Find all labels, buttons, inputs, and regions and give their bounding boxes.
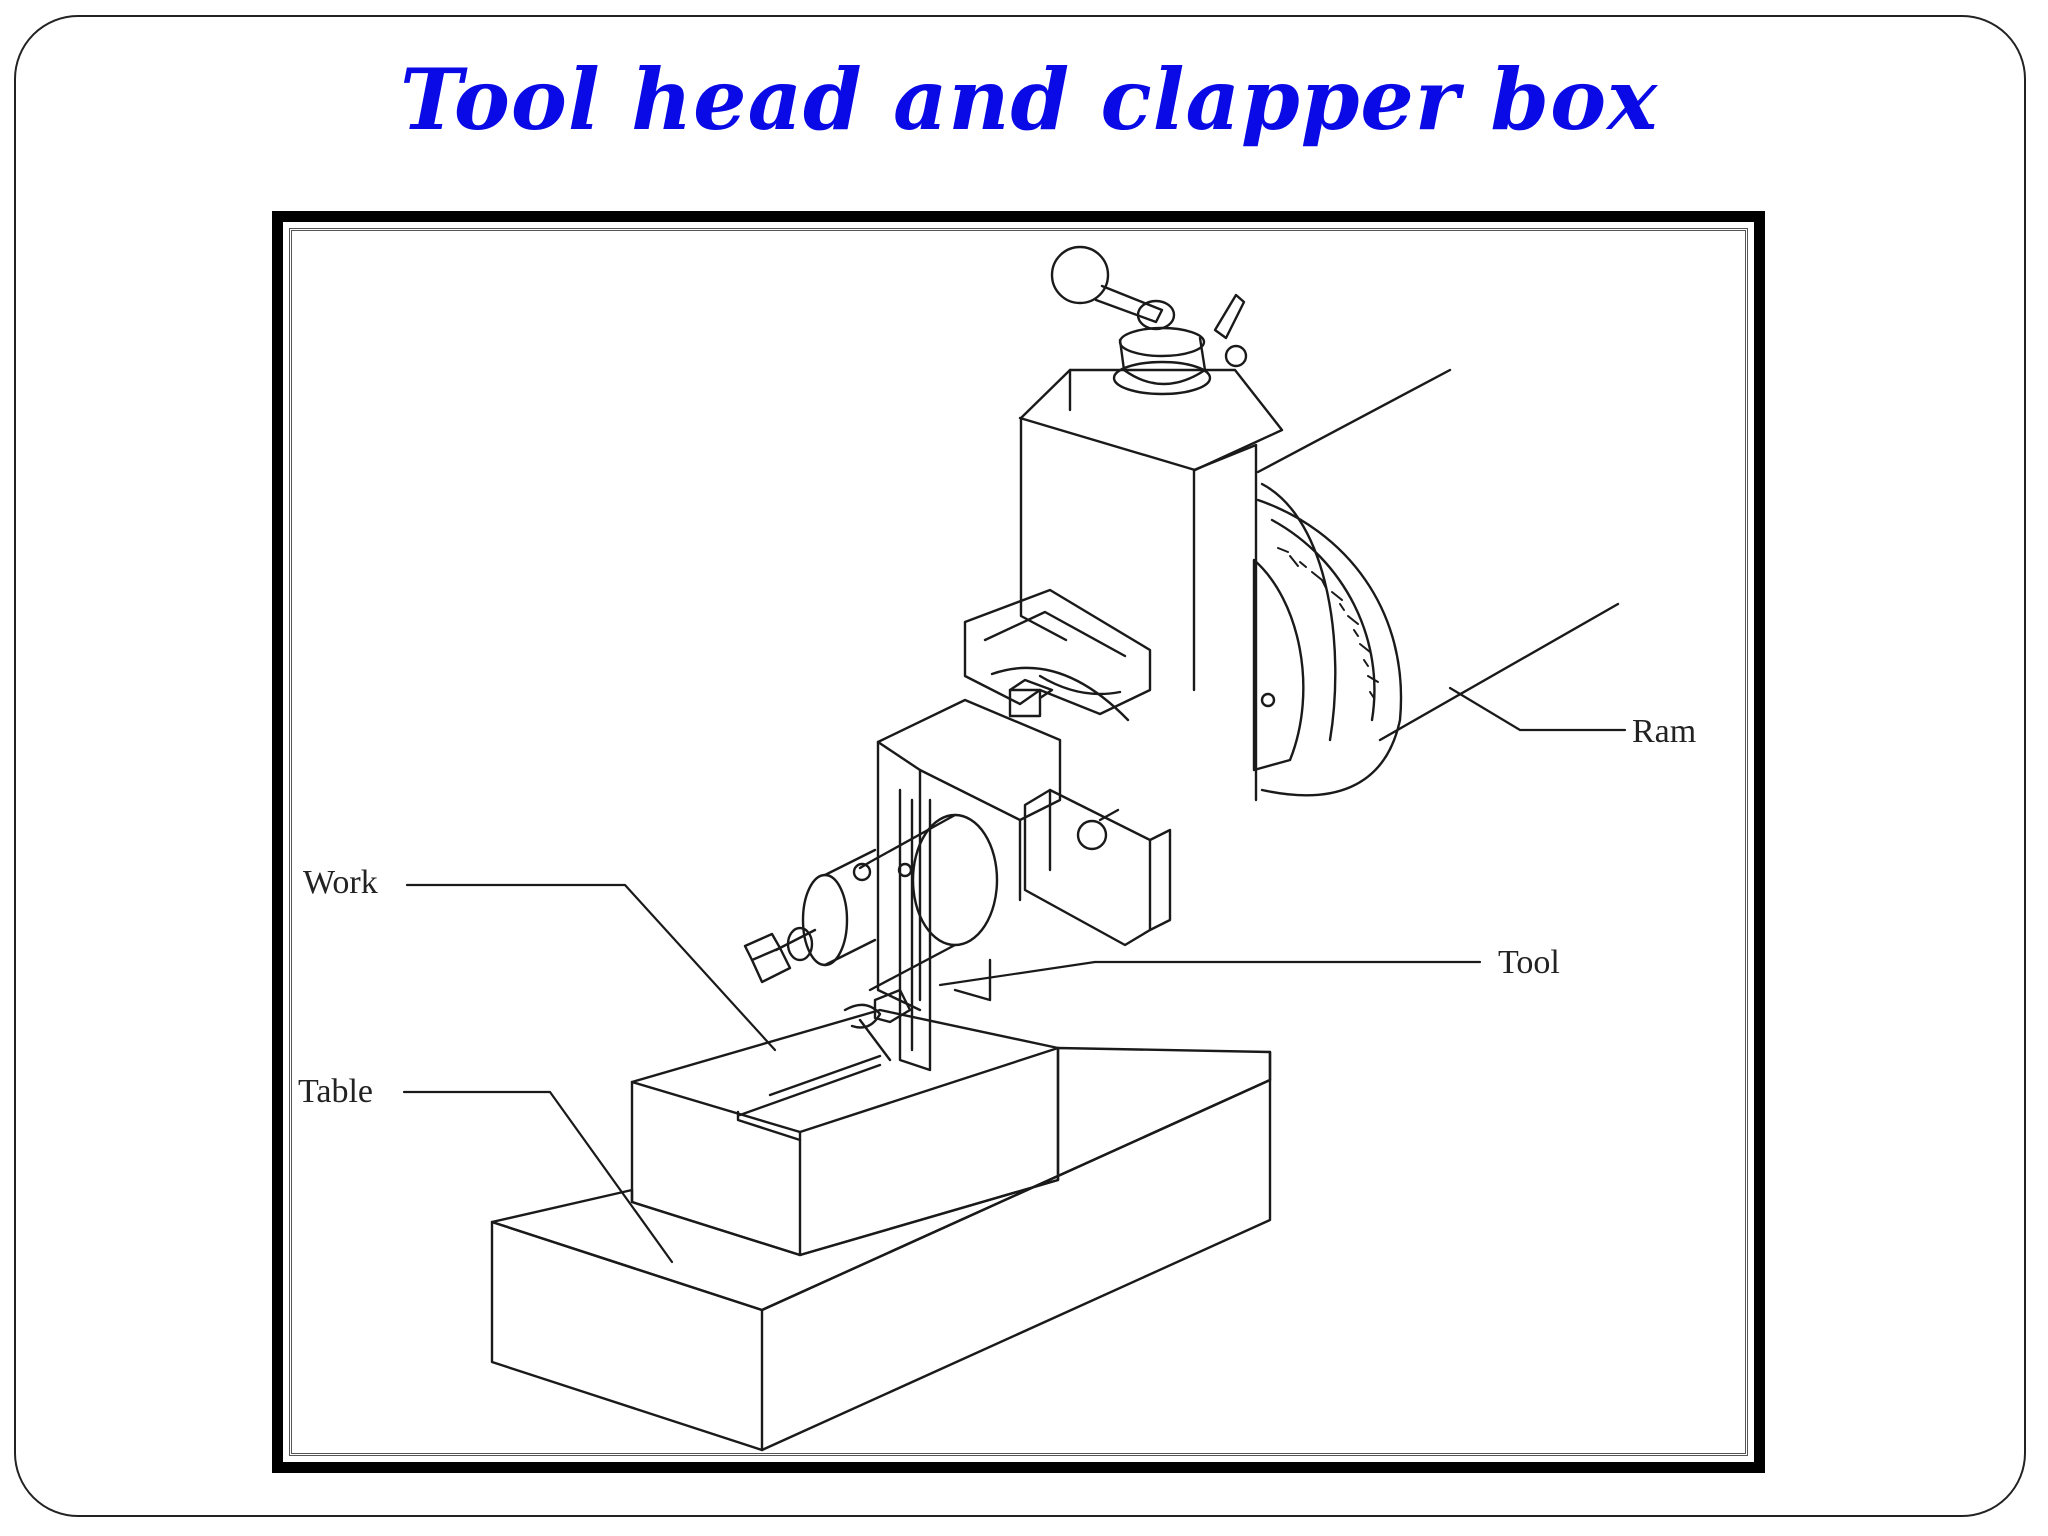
ram-leader — [1448, 686, 1627, 732]
tool-leader — [938, 960, 1482, 987]
cutting-tool — [843, 988, 912, 1062]
work-piece — [630, 1008, 1060, 1257]
tool-label: Tool — [1498, 944, 1560, 981]
table — [490, 1046, 1272, 1452]
leader-lines — [402, 686, 1627, 1264]
figure-inner-border — [289, 228, 1748, 1456]
ram — [1256, 368, 1620, 742]
swivel-dial — [1252, 498, 1403, 797]
clapper-box — [876, 698, 1172, 1072]
work-label: Work — [303, 864, 378, 901]
tool-head-column — [1018, 368, 1284, 802]
work-leader — [405, 883, 777, 1052]
tool-post — [743, 813, 999, 1002]
apron — [963, 588, 1152, 722]
figure-frame — [272, 211, 1765, 1473]
downfeed-handle — [1050, 245, 1248, 396]
ram-label: Ram — [1632, 713, 1696, 750]
slide-title: Tool head and clapper box — [400, 50, 1659, 149]
table-label: Table — [298, 1073, 373, 1110]
table-leader — [402, 1090, 674, 1264]
